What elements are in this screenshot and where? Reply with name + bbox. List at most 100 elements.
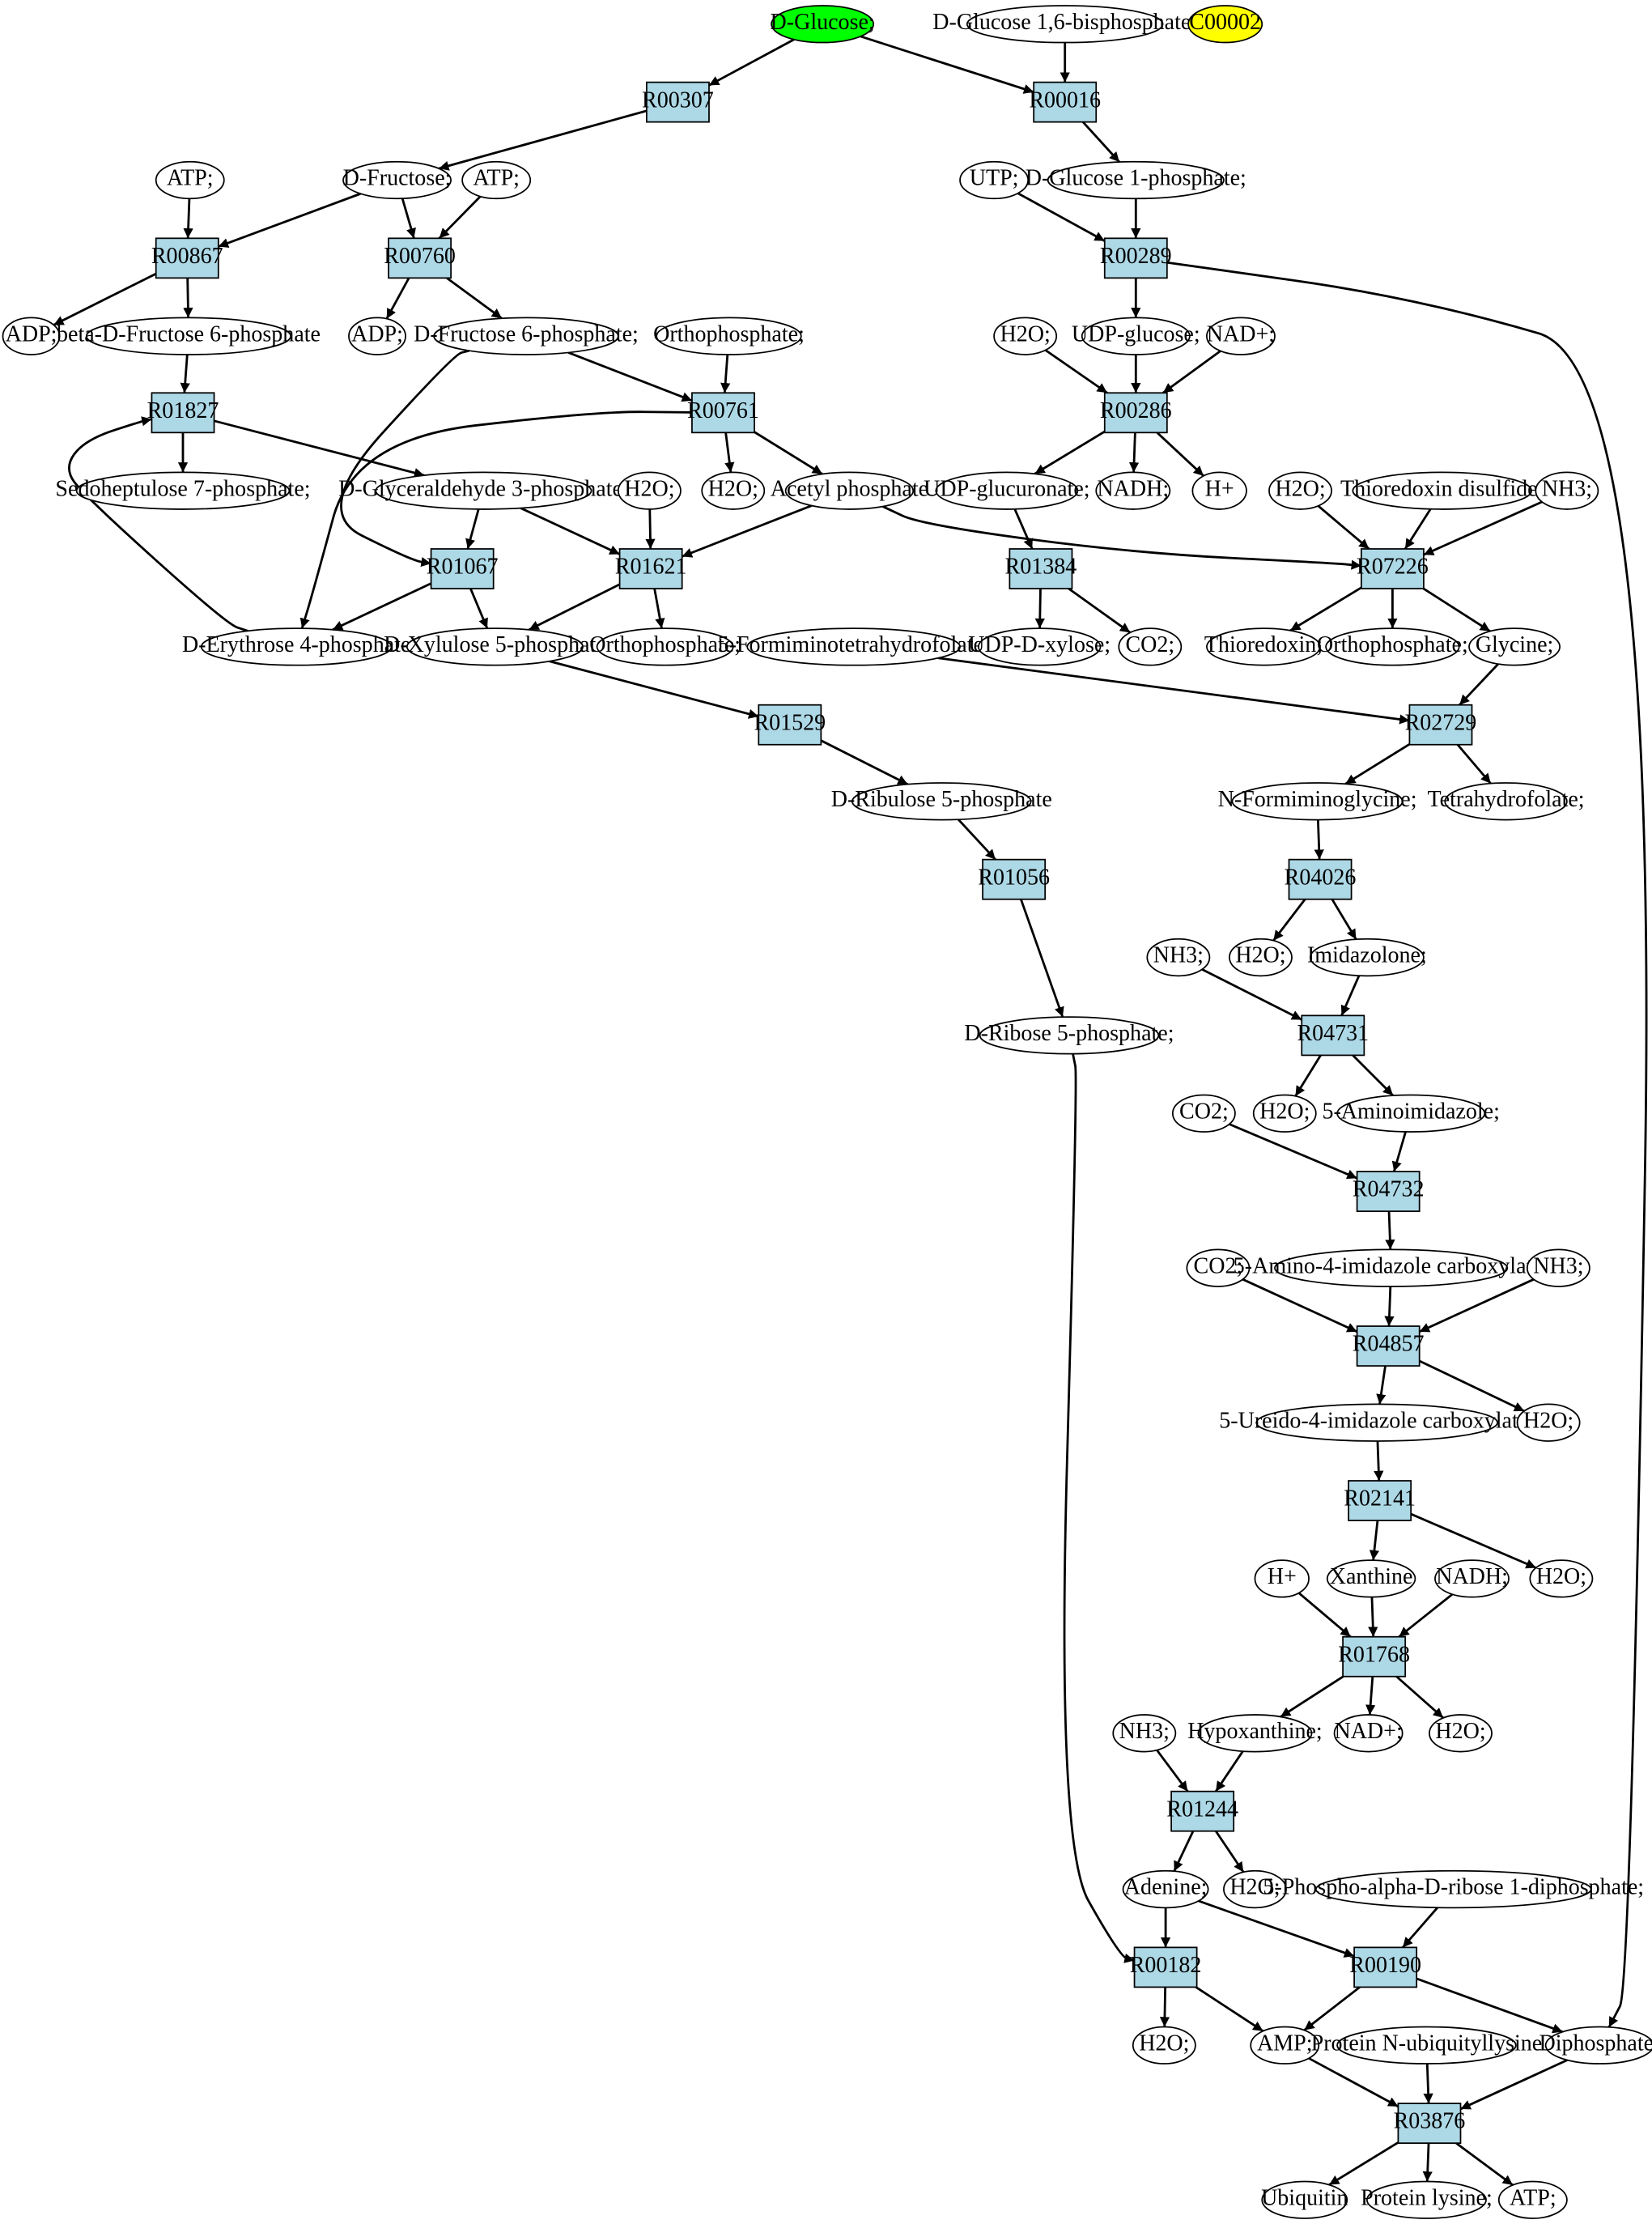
reaction-node-r01056-R01056[interactable]: R01056 bbox=[978, 858, 1050, 900]
compound-node-5-phospho-alpha-d-ribose-1-diphosphate-prpp[interactable]: 5-Phospho-alpha-D-ribose 1-diphosphate; bbox=[1263, 1869, 1644, 1909]
reaction-node-r00182-R00182[interactable]: R00182 bbox=[1130, 1946, 1202, 1988]
compound-node-sedoheptulose-7-phosphate-s7p[interactable]: Sedoheptulose 7-phosphate; bbox=[55, 471, 311, 510]
compound-node-atp-atp1[interactable]: ATP; bbox=[155, 160, 225, 200]
compound-node-nh3-nh3_c[interactable]: NH3; bbox=[1526, 1248, 1590, 1287]
compound-node-utp-utp[interactable]: UTP; bbox=[959, 160, 1030, 200]
compound-node-5-ureido-4-imidazole-carboxylate-uic[interactable]: 5-Ureido-4-imidazole carboxylate; bbox=[1219, 1403, 1535, 1442]
compound-node-h2o-h2o_j[interactable]: H2O; bbox=[1223, 1869, 1287, 1909]
compound-node-h2o-h2o_g[interactable]: H2O; bbox=[1516, 1403, 1581, 1442]
compound-node-5-formiminotetrahydrofolate-fthf[interactable]: 5-Formiminotetrahydrofolate; bbox=[718, 627, 990, 666]
compound-node-h2o-h2o_d[interactable]: H2O; bbox=[1268, 471, 1332, 510]
compound-node-h2o-h2o_k[interactable]: H2O; bbox=[1132, 2026, 1196, 2065]
compound-node-d-glyceraldehyde-3-phosphate-gap[interactable]: D-Glyceraldehyde 3-phosphate; bbox=[338, 471, 629, 510]
compound-ellipse bbox=[784, 471, 915, 510]
reaction-node-r07226-R07226[interactable]: R07226 bbox=[1357, 548, 1429, 589]
compound-node-thioredoxin-disulfide-trxss[interactable]: Thioredoxin disulfide; bbox=[1340, 471, 1544, 510]
compound-node-orthophosphate-pi1[interactable]: Orthophosphate; bbox=[653, 317, 805, 355]
reaction-node-r02141-R02141[interactable]: R02141 bbox=[1344, 1480, 1416, 1521]
reaction-node-r03876-R03876[interactable]: R03876 bbox=[1394, 2103, 1466, 2145]
compound-node-hypoxanthine-hyp[interactable]: Hypoxanthine; bbox=[1187, 1714, 1323, 1753]
reaction-node-r01621-R01621[interactable]: R01621 bbox=[615, 548, 687, 589]
compound-node-co2-co2_a[interactable]: CO2; bbox=[1118, 627, 1183, 666]
compound-node-h2o-h2o_f[interactable]: H2O; bbox=[1252, 1094, 1317, 1133]
compound-node-diphosphate-ppi[interactable]: Diphosphate; bbox=[1539, 2026, 1652, 2065]
reaction-node-r00867-R00867[interactable]: R00867 bbox=[151, 237, 223, 279]
reaction-node-r01384-R01384[interactable]: R01384 bbox=[1005, 548, 1077, 589]
reaction-node-r04731-R04731[interactable]: R04731 bbox=[1297, 1014, 1369, 1057]
compound-node-udp-d-xylose-udpxyl[interactable]: UDP-D-xylose; bbox=[968, 627, 1111, 666]
compound-node-adp-adp2[interactable]: ADP; bbox=[348, 317, 406, 355]
reaction-node-r01768-R01768[interactable]: R01768 bbox=[1338, 1635, 1410, 1678]
reaction-node-r00286-R00286[interactable]: R00286 bbox=[1100, 392, 1172, 434]
reaction-node-r01067-R01067[interactable]: R01067 bbox=[427, 548, 499, 589]
compound-node-nadh-nadh2[interactable]: NADH; bbox=[1434, 1559, 1510, 1598]
compound-node-atp-atp3[interactable]: ATP; bbox=[1497, 2180, 1568, 2219]
compound-node-d-ribulose-5-phosphate-ru5p[interactable]: D-Ribulose 5-phosphate bbox=[831, 782, 1052, 821]
compound-node-imidazolone-imz[interactable]: Imidazolone; bbox=[1307, 938, 1427, 977]
compound-node-n-formiminoglycine-formgly[interactable]: N-Formiminoglycine; bbox=[1218, 782, 1417, 821]
compound-node-h2o-h2o_i[interactable]: H2O; bbox=[1429, 1714, 1493, 1753]
compound-node-amp-amp[interactable]: AMP; bbox=[1250, 2026, 1320, 2065]
reaction-node-r00761-R00761[interactable]: R00761 bbox=[687, 392, 759, 434]
compound-node-nad-nad2[interactable]: NAD+; bbox=[1333, 1714, 1404, 1753]
compound-node-acetyl-phosphate-acp[interactable]: Acetyl phosphate bbox=[771, 471, 928, 510]
compound-node-adenine-ade[interactable]: Adenine; bbox=[1122, 1869, 1209, 1909]
reaction-node-r04857-R04857[interactable]: R04857 bbox=[1353, 1325, 1425, 1367]
reaction-node-r04732-R04732[interactable]: R04732 bbox=[1353, 1171, 1425, 1213]
compound-node-c00002-c00002[interactable]: C00002 bbox=[1187, 5, 1263, 44]
compound-node-h2o-h2o_e[interactable]: H2O; bbox=[1229, 938, 1293, 977]
compound-node-protein-lysine-plys[interactable]: Protein lysine; bbox=[1361, 2180, 1493, 2219]
compound-node-5-amino-4-imidazole-carboxylate-aic[interactable]: 5-Amino-4-imidazole carboxylate; bbox=[1234, 1248, 1549, 1287]
compound-node-udp-glucuronate-udpglcu[interactable]: UDP-glucuronate; bbox=[924, 471, 1090, 510]
reaction-box bbox=[1342, 1635, 1407, 1678]
compound-node-orthophosphate-pi3[interactable]: Orthophosphate; bbox=[1317, 627, 1468, 666]
reaction-node-r01827-R01827[interactable]: R01827 bbox=[147, 392, 219, 434]
reaction-node-r00289-R00289[interactable]: R00289 bbox=[1100, 237, 1172, 279]
reaction-node-r01244-R01244[interactable]: R01244 bbox=[1166, 1790, 1238, 1832]
reaction-node-r02729-R02729[interactable]: R02729 bbox=[1405, 704, 1477, 746]
compound-node-nh3-nh3_a[interactable]: NH3; bbox=[1535, 471, 1599, 510]
compound-ellipse bbox=[1146, 938, 1211, 977]
reaction-node-r00307-R00307[interactable]: R00307 bbox=[642, 81, 714, 123]
compound-ellipse bbox=[1274, 1248, 1509, 1287]
edge-R04026-to-h2o_e bbox=[1272, 898, 1306, 942]
compound-node-adp-adp1[interactable]: ADP; bbox=[2, 317, 61, 355]
compound-node-nad-nad1[interactable]: NAD+; bbox=[1206, 317, 1276, 355]
compound-node-beta-d-fructose-6-phosphate-bf6p[interactable]: beta-D-Fructose 6-phosphate bbox=[57, 317, 321, 355]
compound-node-h2o-h2o_a[interactable]: H2O; bbox=[993, 317, 1058, 355]
compound-node-udp-glucose-udpglc[interactable]: UDP-glucose; bbox=[1072, 317, 1200, 355]
reaction-node-r00760-R00760[interactable]: R00760 bbox=[384, 237, 456, 279]
compound-node-d-glucose-1-phosphate-g1p[interactable]: D-Glucose 1-phosphate; bbox=[1026, 160, 1246, 200]
reaction-node-r00016-R00016[interactable]: R00016 bbox=[1029, 81, 1101, 123]
compound-node-xanthine-xan[interactable]: Xanthine bbox=[1326, 1559, 1416, 1598]
compound-node-h2o-h2o_h[interactable]: H2O; bbox=[1529, 1559, 1594, 1598]
compound-node-tetrahydrofolate-thf[interactable]: Tetrahydrofolate; bbox=[1428, 782, 1585, 821]
compound-node-h-hplus1[interactable]: H+ bbox=[1191, 471, 1247, 510]
compound-node-h-hplus2[interactable]: H+ bbox=[1254, 1559, 1310, 1598]
reaction-node-r04026-R04026[interactable]: R04026 bbox=[1285, 858, 1357, 900]
compound-node-h2o-h2o_b[interactable]: H2O; bbox=[617, 471, 682, 510]
compound-node-d-xylulose-5-phosphate-x5p[interactable]: D-Xylulose 5-phosphate bbox=[384, 627, 606, 666]
compound-node-protein-n-ubiquityllysine-pnub[interactable]: Protein N-ubiquityllysine bbox=[1311, 2026, 1543, 2065]
reaction-node-r01529-R01529[interactable]: R01529 bbox=[754, 704, 826, 746]
compound-node-atp-atp2[interactable]: ATP; bbox=[461, 160, 532, 200]
compound-node-d-glucose-1-6-bisphosphate-g16bp[interactable]: D-Glucose 1,6-bisphosphate; bbox=[932, 5, 1197, 44]
edge-trxss-to-R07226 bbox=[1404, 508, 1432, 550]
compound-node-co2-co2_b[interactable]: CO2; bbox=[1171, 1094, 1236, 1133]
compound-node-d-fructose-fru[interactable]: D-Fructose; bbox=[342, 160, 452, 200]
compound-node-nh3-nh3_d[interactable]: NH3; bbox=[1112, 1714, 1177, 1753]
compound-node-d-erythrose-4-phosphate-e4p[interactable]: D-Erythrose 4-phosphate bbox=[182, 627, 410, 666]
compound-node-h2o-h2o_c[interactable]: H2O; bbox=[701, 471, 766, 510]
compound-node-5-aminoimidazole-aimz[interactable]: 5-Aminoimidazole; bbox=[1322, 1094, 1500, 1133]
compound-node-glycine-gly[interactable]: Glycine; bbox=[1468, 627, 1561, 666]
compound-node-ubiquitin-ubq[interactable]: Ubiquitin bbox=[1261, 2180, 1348, 2219]
reaction-node-r00190-R00190[interactable]: R00190 bbox=[1349, 1946, 1421, 1988]
compound-node-d-glucose-glc[interactable]: D-Glucose; bbox=[771, 5, 875, 44]
compound-node-d-fructose-6-phosphate-f6p[interactable]: D-Fructose 6-phosphate; bbox=[414, 317, 639, 355]
compound-node-co2-co2_c[interactable]: CO2; bbox=[1186, 1248, 1251, 1287]
compound-node-orthophosphate-pi2[interactable]: Orthophosphate; bbox=[589, 627, 741, 666]
compound-node-nh3-nh3_b[interactable]: NH3; bbox=[1146, 938, 1211, 977]
compound-node-nadh-nadh1[interactable]: NADH; bbox=[1095, 471, 1171, 510]
compound-node-thioredoxin-trx[interactable]: Thioredoxin; bbox=[1204, 627, 1323, 666]
compound-node-d-ribose-5-phosphate-r5p[interactable]: D-Ribose 5-phosphate; bbox=[964, 1016, 1174, 1055]
